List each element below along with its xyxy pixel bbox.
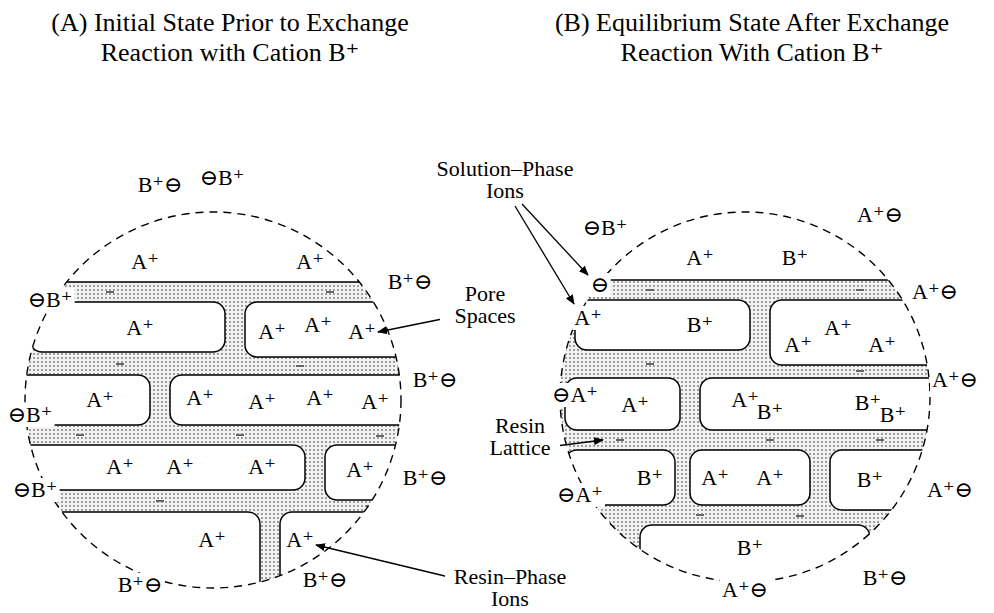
leader-arrow	[378, 318, 447, 332]
dashed-boundary	[560, 212, 930, 582]
panel-heading: (A) Initial State Prior to Exchange Reac…	[5, 8, 455, 68]
fixed-charge	[236, 434, 244, 436]
resin-phase-ion: A⁺	[756, 466, 784, 490]
resin-phase-ion: A⁺	[86, 388, 114, 412]
resin-phase-ion: B⁺	[687, 313, 713, 337]
resin-phase-ion: A⁺	[621, 393, 649, 417]
callout-label: Pore Spaces	[440, 283, 530, 327]
solution-phase-ion: ⊖B⁺	[26, 288, 75, 312]
resin-phase-ion: B⁺	[637, 466, 663, 490]
fixed-charge	[856, 289, 864, 291]
dashed-boundary	[25, 212, 401, 588]
callout-label: Resin Lattice	[480, 415, 560, 459]
solution-phase-ion: A⁺	[572, 306, 604, 330]
resin-phase-ion: A⁺	[348, 320, 376, 344]
solution-phase-ion: B⁺⊖	[411, 368, 460, 392]
pore-space	[540, 190, 960, 280]
resin-phase-ion: A⁺	[126, 316, 154, 340]
solution-phase-ion: A⁺⊖	[925, 478, 975, 502]
fixed-charge	[876, 439, 884, 441]
resin-phase-ion: B⁺	[757, 400, 783, 424]
resin-phase-ion: A⁺	[686, 246, 714, 270]
pore-space	[280, 512, 440, 612]
fixed-charge	[796, 515, 804, 517]
solution-phase-ion: ⊖A⁺	[555, 483, 605, 507]
resin-phase-ion: A⁺	[824, 316, 852, 340]
callout-label: Resin–Phase Ions	[445, 566, 575, 610]
fixed-charge	[106, 291, 114, 293]
resin-phase-ion: A⁺	[131, 250, 159, 274]
fixed-charge	[646, 289, 654, 291]
resin-phase-ion: A⁺	[306, 386, 334, 410]
resin-bead: (A) Initial State Prior to Exchange Reac…	[25, 212, 401, 588]
solution-phase-ion: ⊖B⁺	[6, 403, 55, 427]
resin-phase-ion: A⁺	[868, 333, 896, 357]
resin-phase-ion: B⁺	[857, 468, 883, 492]
fixed-charge	[376, 435, 384, 437]
solution-phase-ion: B⁺⊖	[136, 173, 185, 197]
solution-phase-ion: ⊖B⁺	[581, 216, 630, 240]
fixed-charge	[856, 370, 864, 372]
resin-phase-ion: B⁺	[737, 536, 763, 560]
fixed-charge	[696, 514, 704, 516]
fixed-charge	[326, 291, 334, 293]
resin-phase-ion: A⁺	[346, 458, 374, 482]
resin-phase-ion: A⁺	[784, 333, 812, 357]
pore-space	[770, 300, 940, 365]
fixed-charge	[646, 363, 654, 365]
resin-phase-ion: A⁺	[731, 388, 759, 412]
fixed-charge	[616, 439, 624, 441]
solution-phase-ion: B⁺⊖	[301, 568, 350, 592]
solution-phase-ion: ⊖B⁺	[198, 166, 247, 190]
resin-phase-ion: A⁺	[248, 455, 276, 479]
resin-phase-ion: A⁺	[361, 390, 389, 414]
pore-space	[170, 375, 430, 425]
pore-space	[700, 378, 940, 430]
resin-phase-ion: A⁺	[166, 455, 194, 479]
callout-label: Solution–Phase Ions	[425, 158, 585, 202]
solution-phase-ion: B⁺⊖	[386, 270, 435, 294]
resin-phase-ion: A⁺	[106, 455, 134, 479]
pore-space	[640, 525, 870, 605]
fixed-charge	[76, 434, 84, 436]
fixed-charge	[156, 500, 164, 502]
resin-phase-ion: B⁺	[782, 246, 808, 270]
fixed-charge	[766, 439, 774, 441]
resin-phase-ion: A⁺	[304, 313, 332, 337]
resin-phase-ion: A⁺	[198, 528, 226, 552]
resin-phase-ion: A⁺	[186, 386, 214, 410]
solution-phase-ion: A⁺⊖	[910, 280, 960, 304]
solution-phase-ion: A⁺⊖	[930, 368, 980, 392]
solution-phase-ion: A⁺⊖	[720, 578, 770, 602]
fixed-charge	[116, 363, 124, 365]
pore-space	[830, 450, 940, 510]
solution-phase-ion: B⁺⊖	[861, 566, 910, 590]
leader-arrow	[556, 440, 603, 446]
solution-phase-ion: A⁺⊖	[855, 203, 905, 227]
leader-arrow	[522, 204, 588, 275]
resin-lattice	[0, 190, 445, 612]
resin-bead: (B) Equilibrium State After Exchange Rea…	[560, 212, 930, 582]
pore-space	[0, 190, 440, 282]
pore-space	[690, 450, 810, 505]
solution-phase-ion: B⁺⊖	[116, 573, 165, 597]
fixed-charge	[296, 365, 304, 367]
resin-lattice	[540, 190, 960, 605]
resin-phase-ion: B⁺	[880, 403, 906, 427]
pore-space	[15, 512, 260, 612]
resin-phase-ion: A⁺	[296, 250, 324, 274]
resin-phase-ion: A⁺	[701, 466, 729, 490]
resin-phase-ion: A⁺	[248, 390, 276, 414]
resin-phase-ion: B⁺	[855, 391, 881, 415]
panel-heading: (B) Equilibrium State After Exchange Rea…	[517, 8, 987, 68]
solution-phase-ion: ⊖	[589, 273, 611, 297]
resin-phase-ion: A⁺	[286, 528, 314, 552]
solution-phase-ion: ⊖B⁺	[11, 478, 60, 502]
solution-phase-ion: B⁺⊖	[401, 466, 450, 490]
resin-phase-ion: A⁺	[258, 320, 286, 344]
pore-space	[245, 302, 445, 357]
solution-phase-ion: ⊖A⁺	[550, 383, 600, 407]
